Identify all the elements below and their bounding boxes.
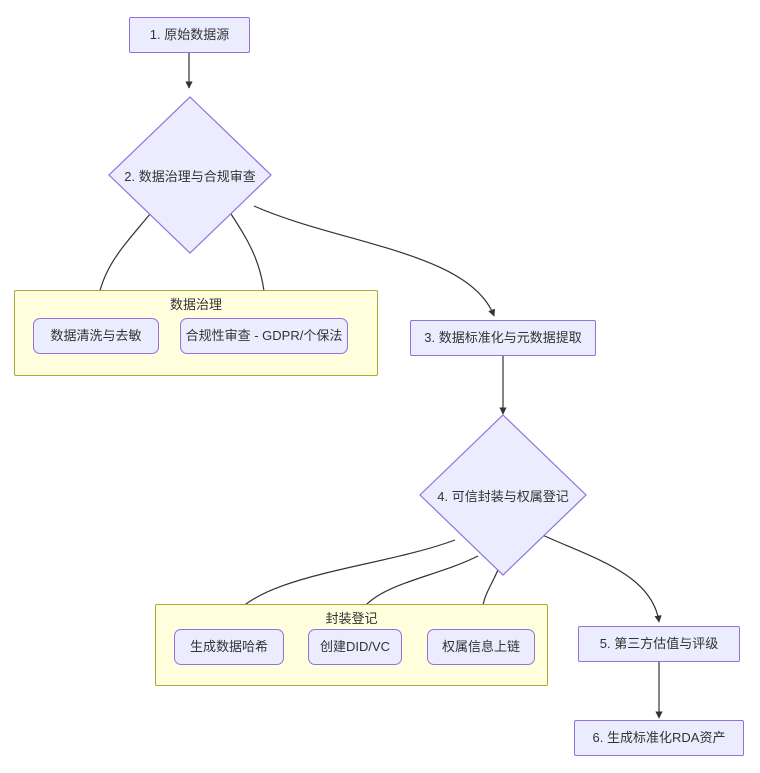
node-label-4: 4. 可信封装与权属登记 [437, 488, 569, 504]
node-generate-data-hash[interactable]: 生成数据哈希 [174, 629, 284, 665]
node-generate-standardized-rda-asset[interactable]: 6. 生成标准化RDA资产 [574, 720, 744, 756]
diamond-shape-node4 [419, 414, 587, 576]
node-ownership-info-onchain[interactable]: 权属信息上链 [427, 629, 535, 665]
node-raw-data-source[interactable]: 1. 原始数据源 [129, 17, 250, 53]
node-trusted-packaging-ownership[interactable]: 4. 可信封装与权属登记 [419, 414, 587, 576]
node-data-standardization-metadata[interactable]: 3. 数据标准化与元数据提取 [410, 320, 596, 356]
node-data-governance-compliance-review[interactable]: 2. 数据治理与合规审查 [108, 96, 272, 254]
edge-n4-n5 [535, 531, 662, 623]
subgraph-label-data-governance: 数据治理 [169, 297, 222, 312]
node-compliance-review-gdpr[interactable]: 合规性审查 - GDPR/个保法 [180, 318, 348, 354]
diamond-shape-node2 [108, 96, 272, 254]
node-third-party-valuation-rating[interactable]: 5. 第三方估值与评级 [578, 626, 740, 662]
node-data-cleansing-desensitization[interactable]: 数据清洗与去敏 [33, 318, 159, 354]
subgraph-label-packaging-registration: 封装登记 [325, 611, 378, 626]
node-create-did-vc[interactable]: 创建DID/VC [308, 629, 402, 665]
node-label-2: 2. 数据治理与合规审查 [124, 168, 256, 184]
edge-n2-n3 [253, 205, 496, 317]
